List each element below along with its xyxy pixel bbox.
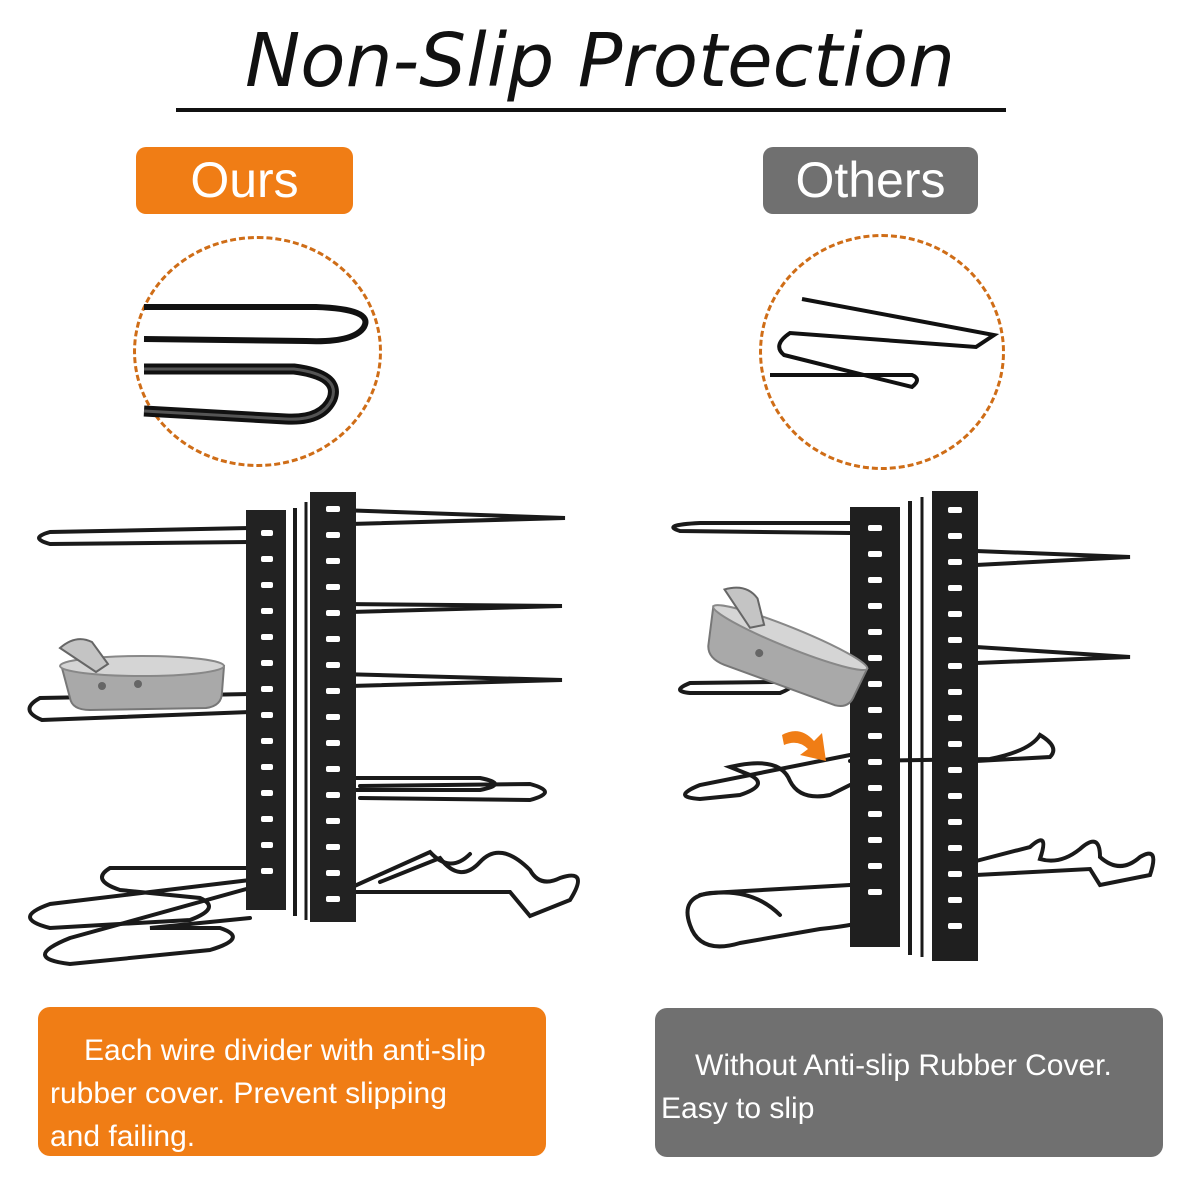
ours-description-line-1: Each wire divider with anti-slip [84, 1034, 486, 1067]
ours-description: Each wire divider with anti-slip rubber … [38, 1007, 546, 1156]
ours-description-line-3: and failing. [50, 1120, 196, 1153]
rubber-covered-wire-image [143, 304, 369, 425]
others-badge: Others [763, 147, 978, 214]
page-title: Non-Slip Protection [244, 18, 956, 104]
curved-arrow-icon [782, 731, 826, 761]
bare-wire-image [770, 297, 1000, 390]
others-description-line-2: Easy to slip [661, 1092, 815, 1125]
ours-badge: Ours [136, 147, 353, 214]
others-rack-image [660, 485, 1180, 975]
ours-closeup-circle [133, 236, 382, 467]
ours-description-line-2: rubber cover. Prevent slipping [50, 1077, 447, 1110]
ours-rack-image [10, 488, 590, 980]
title-underline [176, 108, 1006, 112]
others-description: Without Anti-slip Rubber Cover. Easy to … [655, 1008, 1163, 1157]
others-closeup-circle [759, 234, 1005, 470]
others-description-line-1: Without Anti-slip Rubber Cover. [695, 1049, 1112, 1082]
